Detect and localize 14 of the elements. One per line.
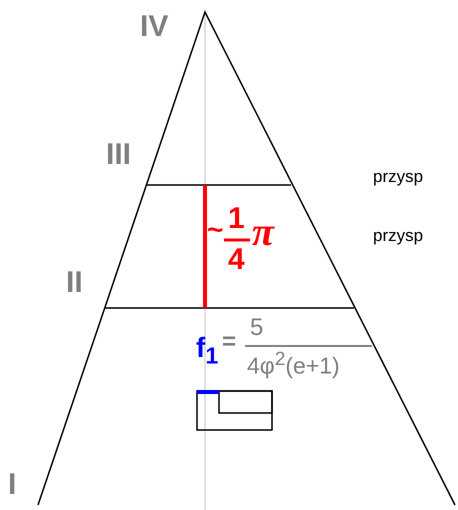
fraction-denominator: 4φ$^{2}$(e+1) [247, 350, 340, 378]
level-number: I [8, 470, 16, 500]
pi-symbol: π [252, 212, 274, 252]
side-label: przysp [373, 168, 424, 185]
fraction-numerator: 5 [250, 316, 264, 340]
approx-sign: ~ [207, 216, 224, 244]
fraction-denominator: 4 [228, 245, 245, 275]
level-number: IV [140, 12, 168, 42]
equals-sign: = [222, 330, 236, 354]
level-number: III [106, 140, 132, 170]
level-number: II [66, 268, 83, 298]
fraction-numerator: 1 [228, 204, 245, 234]
side-label: przysp [373, 227, 424, 244]
formula-symbol: f$_{1}$ [196, 334, 218, 368]
